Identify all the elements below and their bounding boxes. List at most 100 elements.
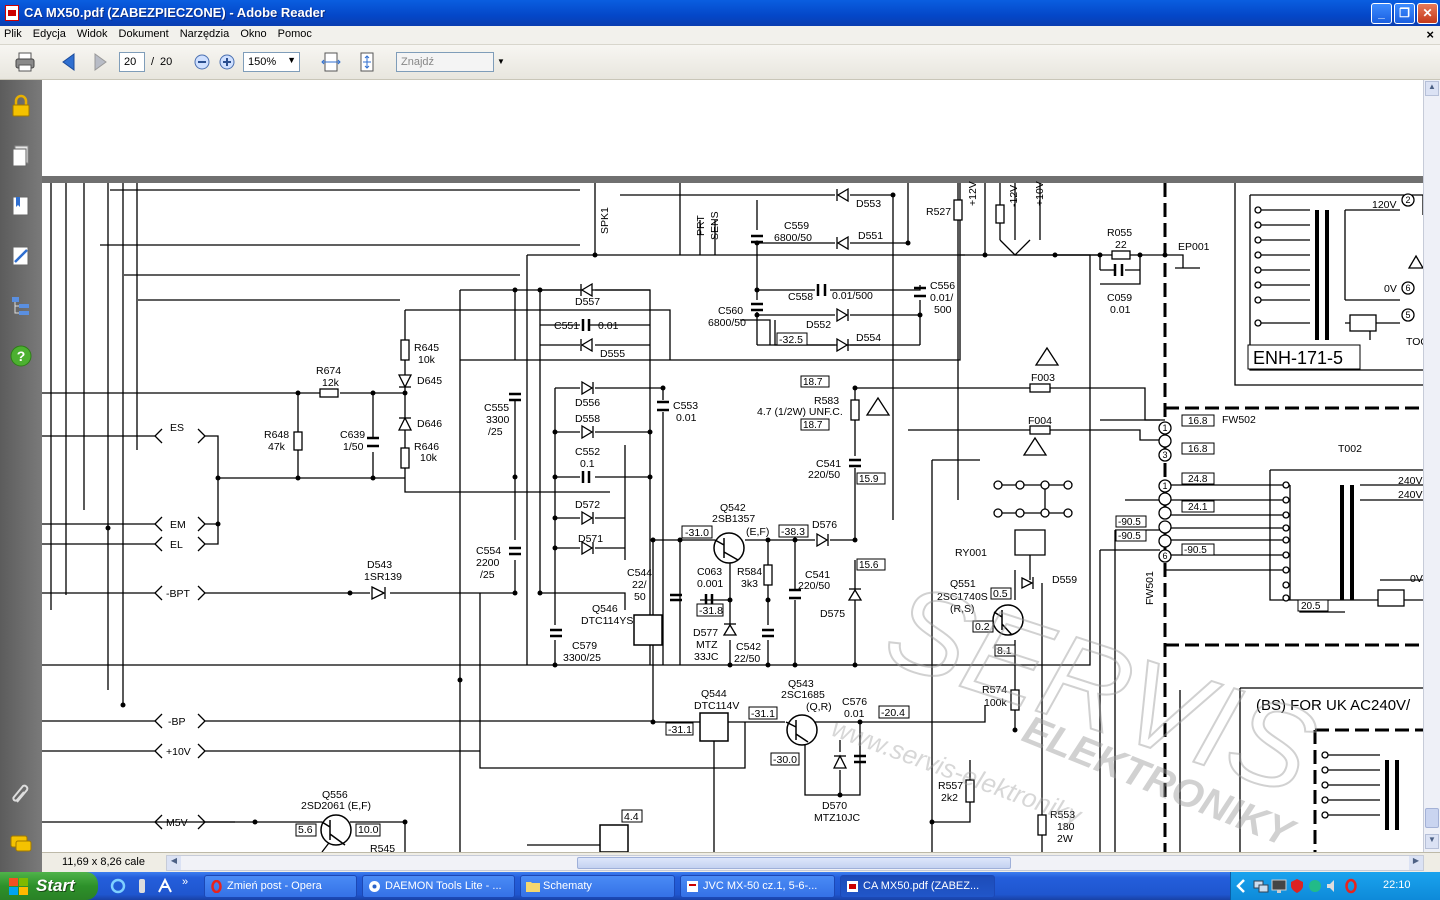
close-button[interactable]: ✕ xyxy=(1417,3,1438,24)
label-0v: 0V xyxy=(1384,283,1397,295)
label-d572: D572 xyxy=(575,499,600,511)
antivirus-icon[interactable] xyxy=(1307,878,1323,894)
opera-tray-icon[interactable] xyxy=(1343,878,1359,894)
label-c556v1: 0.01/ xyxy=(930,292,953,304)
fit-page-icon[interactable] xyxy=(356,51,378,73)
label-c542v: 22/50 xyxy=(734,653,760,665)
app-icon[interactable] xyxy=(157,878,173,894)
document-view[interactable]: ES EM EL -BPT -BP +10V M5V SPK1 PRT SENS… xyxy=(42,80,1423,852)
zoom-out-icon[interactable] xyxy=(191,51,213,73)
vertical-scrollbar[interactable]: ▲ ▼ xyxy=(1423,80,1440,852)
label-ry001: RY001 xyxy=(955,547,987,559)
comments-icon[interactable] xyxy=(9,832,33,856)
task-label: DAEMON Tools Lite - ... xyxy=(385,880,502,892)
label-q546: Q546 xyxy=(592,603,618,615)
task-opera[interactable]: Zmień post - Opera xyxy=(204,875,357,898)
label-120v: 120V xyxy=(1372,199,1397,211)
label-q543p: (Q,R) xyxy=(806,701,832,713)
opera-icon xyxy=(211,880,222,893)
task-jvc-doc[interactable]: JVC MX-50 cz.1, 5-6-... xyxy=(680,875,835,898)
menu-view[interactable]: Widok xyxy=(76,28,108,40)
label-q544: Q544 xyxy=(701,688,727,700)
zoom-in-icon[interactable] xyxy=(216,51,238,73)
help-icon[interactable]: ? xyxy=(9,344,33,368)
previous-page-icon[interactable] xyxy=(58,51,80,73)
task-adobe-reader[interactable]: CA MX50.pdf (ZABEZ... xyxy=(840,875,995,898)
tool-icon[interactable] xyxy=(134,878,150,894)
ie-icon[interactable] xyxy=(110,878,126,894)
label-c552: C552 xyxy=(575,446,600,458)
vertical-scroll-thumb[interactable] xyxy=(1425,808,1439,828)
attachments-icon[interactable] xyxy=(9,782,33,806)
pin-label: 3 xyxy=(1162,450,1167,460)
maximize-button[interactable]: ❐ xyxy=(1394,3,1415,24)
search-dropdown-icon[interactable]: ▼ xyxy=(497,57,505,66)
label-0v-2: 0V xyxy=(1410,573,1423,585)
tray-expand-icon[interactable] xyxy=(1235,879,1247,893)
menu-file[interactable]: Plik xyxy=(4,28,22,40)
scroll-right-icon[interactable]: ▶ xyxy=(1409,856,1423,870)
scroll-up-icon[interactable]: ▲ xyxy=(1425,81,1439,96)
page-total: 20 xyxy=(160,56,173,68)
scroll-left-icon[interactable]: ◀ xyxy=(167,856,181,870)
menu-document[interactable]: Dokument xyxy=(118,28,169,40)
label-v-15-6: 15.6 xyxy=(859,560,879,571)
connector-m5v: M5V xyxy=(166,817,188,829)
start-button[interactable]: Start xyxy=(0,872,98,900)
taskbar: Start » Zmień post - Opera DAEMON Tools … xyxy=(0,872,1440,900)
quicklaunch-more-icon[interactable]: » xyxy=(182,876,189,888)
label-d645: D645 xyxy=(417,375,442,387)
layers-icon[interactable] xyxy=(9,294,33,318)
label-q542v: 2SB1357 xyxy=(712,513,755,525)
chevron-down-icon: ▼ xyxy=(287,55,296,65)
label-v-31-0: -31.0 xyxy=(685,527,709,539)
print-icon[interactable] xyxy=(14,51,36,73)
document-close-button[interactable]: × xyxy=(1426,27,1434,42)
lock-icon[interactable] xyxy=(9,94,33,118)
label-v-4-4: 4.4 xyxy=(624,811,639,823)
label-prt: PRT xyxy=(695,215,707,236)
label-d577v2: 33JC xyxy=(694,651,719,663)
signatures-icon[interactable] xyxy=(9,244,33,268)
security-shield-icon[interactable] xyxy=(1289,878,1305,894)
menu-window[interactable]: Okno xyxy=(240,28,267,40)
label-v-31-8: -31.8 xyxy=(699,605,723,617)
label-r553v1: 180 xyxy=(1057,821,1075,833)
label-c544: C544 xyxy=(627,567,652,579)
label-v-0-2: 0.2 xyxy=(975,621,990,633)
task-schematy[interactable]: Schematy xyxy=(520,875,675,898)
label-c541a: C541 xyxy=(816,458,841,470)
pages-icon[interactable] xyxy=(9,144,33,168)
page-separator: / xyxy=(151,56,155,68)
menu-tools[interactable]: Narzędzia xyxy=(179,28,230,40)
label-c555: C555 xyxy=(484,402,509,414)
label-v-31-1b: -31.1 xyxy=(668,724,692,736)
monitor-icon[interactable] xyxy=(1271,878,1287,894)
label-r527: R527 xyxy=(926,206,951,218)
scroll-down-icon[interactable]: ▼ xyxy=(1425,834,1439,849)
label-c579: C579 xyxy=(572,640,597,652)
menu-help[interactable]: Pomoc xyxy=(277,28,312,40)
zoom-select[interactable]: 150% ▼ xyxy=(243,52,300,72)
search-input[interactable]: Znajdź xyxy=(396,52,494,72)
minimize-button[interactable]: _ xyxy=(1371,3,1392,24)
menu-edit[interactable]: Edycja xyxy=(32,28,66,40)
horizontal-scroll-thumb[interactable] xyxy=(577,857,1011,869)
label-r557: R557 xyxy=(938,780,963,792)
page-number-input[interactable]: 20 xyxy=(119,52,145,72)
folder-icon xyxy=(526,882,540,892)
bookmarks-icon[interactable] xyxy=(9,194,33,218)
label-v-24-8: 24.8 xyxy=(1188,474,1208,485)
label-v-8-1: 8.1 xyxy=(997,645,1012,657)
label-c541bv: 220/50 xyxy=(798,580,830,592)
horizontal-scrollbar[interactable]: ◀ ▶ xyxy=(166,855,1424,871)
network-icon[interactable] xyxy=(1253,878,1269,894)
next-page-icon[interactable] xyxy=(89,51,111,73)
label-c553: C553 xyxy=(673,400,698,412)
fit-width-icon[interactable] xyxy=(320,51,342,73)
speaker-icon[interactable] xyxy=(1325,878,1341,894)
title-bar: CA MX50.pdf (ZABEZPIECZONE) - Adobe Read… xyxy=(0,0,1440,26)
task-daemon-tools[interactable]: DAEMON Tools Lite - ... xyxy=(362,875,515,898)
label-c541av: 220/50 xyxy=(808,469,840,481)
label-r646v: 10k xyxy=(420,452,438,464)
